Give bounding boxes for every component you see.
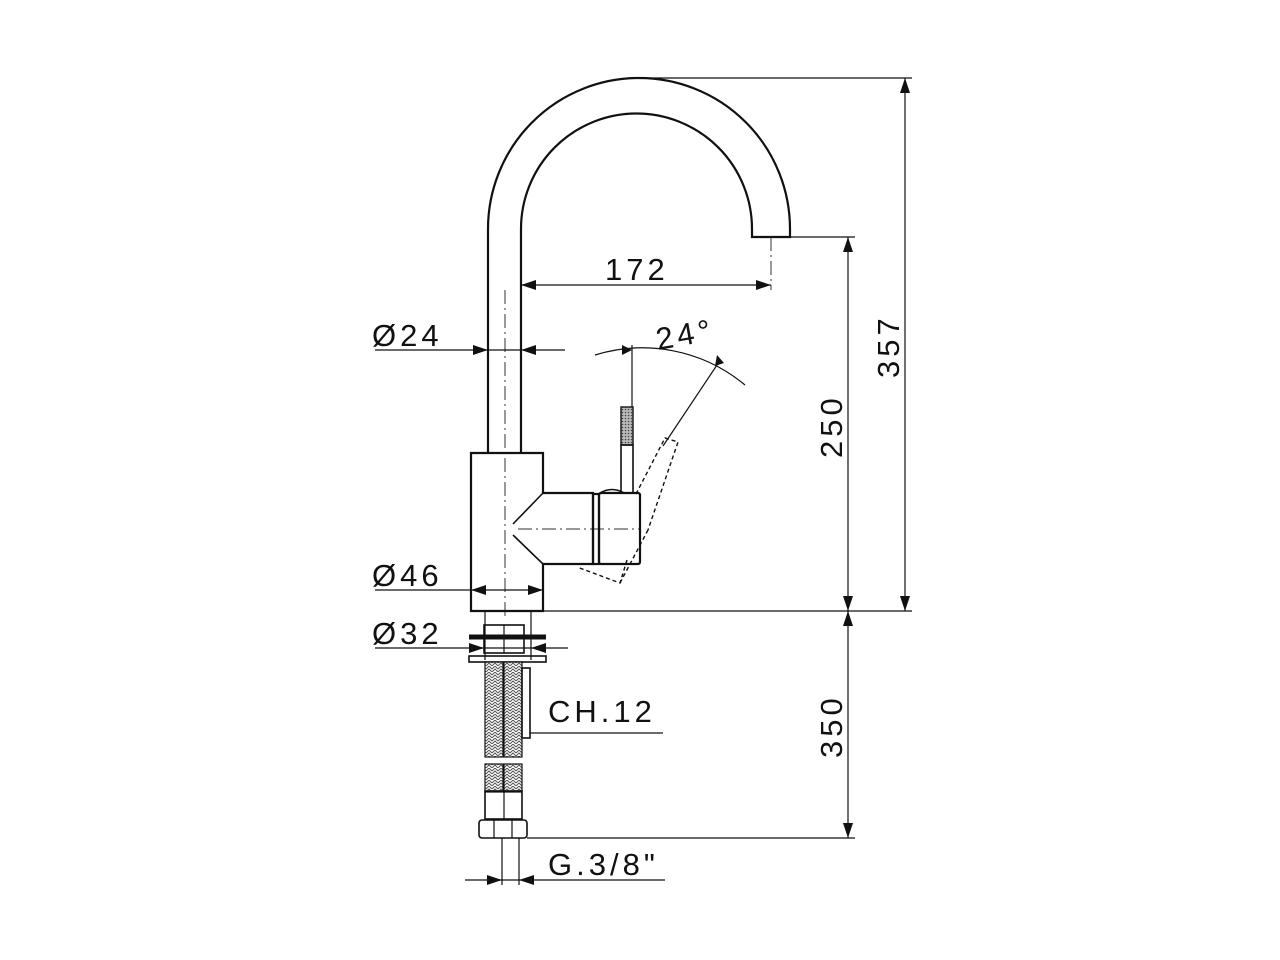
spout-diameter-label: Ø24 [372, 318, 443, 353]
dimension-lines [375, 77, 912, 885]
total-height-label: 357 [871, 314, 906, 378]
outlet-height-label: 250 [814, 394, 849, 458]
wrench-size-label: CH.12 [548, 694, 656, 729]
lever [576, 345, 746, 584]
hose-length-label: 350 [814, 694, 849, 758]
shank-diameter-label: Ø32 [372, 616, 443, 651]
shank-and-hoses [468, 611, 547, 885]
spout-reach-label: 172 [605, 252, 669, 287]
lever-angle-label: 24° [653, 312, 717, 357]
thread-label: G.3/8" [548, 847, 659, 882]
body-diameter-label: Ø46 [372, 558, 443, 593]
spout [486, 76, 792, 620]
faucet-body [469, 451, 642, 613]
